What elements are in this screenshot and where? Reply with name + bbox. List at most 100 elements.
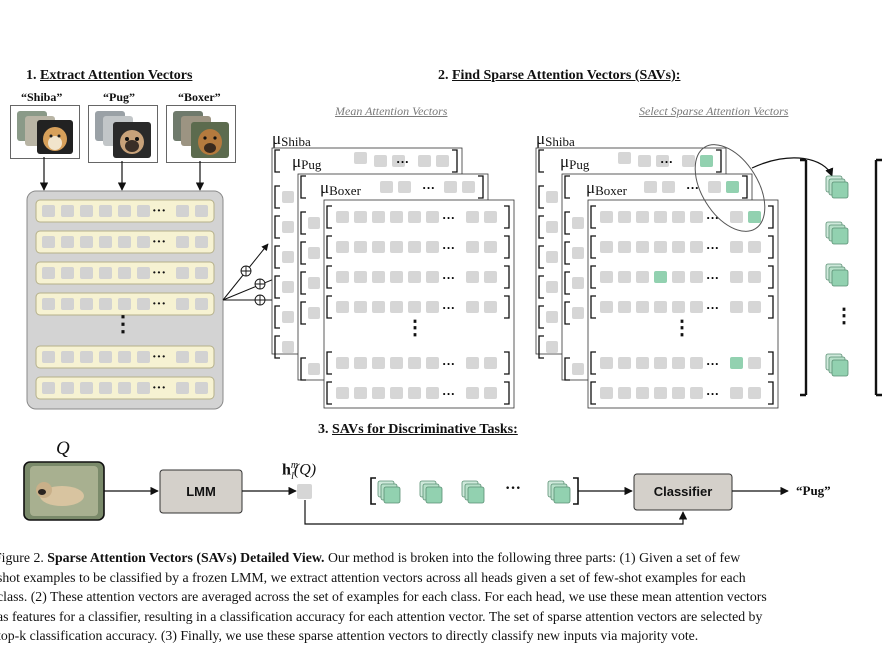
class-label-pug: “Pug” xyxy=(103,90,136,104)
attention-cell xyxy=(644,181,657,193)
bracket xyxy=(274,245,280,269)
attention-cell xyxy=(282,281,294,293)
attention-cell xyxy=(42,236,55,248)
attention-cell xyxy=(176,236,189,248)
attention-cell xyxy=(282,311,294,323)
attention-cell xyxy=(195,351,208,363)
bracket xyxy=(590,351,596,375)
attention-cell xyxy=(336,387,349,399)
attention-cell xyxy=(282,341,294,353)
attention-cell xyxy=(118,205,131,217)
mu-boxer-select: μBoxer xyxy=(586,178,627,198)
attention-cell xyxy=(354,241,367,253)
attention-cell xyxy=(372,241,385,253)
attention-cell xyxy=(372,387,385,399)
bracket xyxy=(300,241,306,265)
figure-caption: Figure 2. Sparse Attention Vectors (SAVs… xyxy=(0,548,890,646)
attention-cell xyxy=(61,382,74,394)
attention-cell xyxy=(408,211,421,223)
attention-cell xyxy=(618,387,631,399)
attention-cell xyxy=(600,211,613,223)
attention-cell xyxy=(354,387,367,399)
attention-cell xyxy=(336,211,349,223)
bracket xyxy=(768,265,774,289)
attention-cell xyxy=(690,211,703,223)
attention-cell xyxy=(118,351,131,363)
bracket xyxy=(504,265,510,289)
attention-cell xyxy=(426,387,439,399)
shiba-examples xyxy=(10,105,80,159)
attention-cell xyxy=(195,298,208,310)
attention-cell xyxy=(654,387,667,399)
attention-cell xyxy=(336,357,349,369)
attention-cell xyxy=(80,351,93,363)
class-label-shiba: “Shiba” xyxy=(21,90,63,104)
bracket xyxy=(452,149,458,173)
attention-cell xyxy=(390,241,403,253)
row-ellipsis: ··· xyxy=(152,204,166,219)
attention-cell xyxy=(195,236,208,248)
attention-cell xyxy=(308,247,320,259)
bracket xyxy=(590,381,596,405)
attention-cell xyxy=(137,298,150,310)
attention-cell xyxy=(354,357,367,369)
bracket xyxy=(504,295,510,319)
bracket xyxy=(274,275,280,299)
attention-cell xyxy=(638,155,651,167)
attention-cell xyxy=(690,301,703,313)
attention-cell xyxy=(600,387,613,399)
attention-cell xyxy=(372,357,385,369)
attention-cell xyxy=(682,155,695,167)
attention-cell xyxy=(390,301,403,313)
row-ellipsis: ··· xyxy=(442,270,455,285)
sav-stack-front xyxy=(831,181,849,199)
section1-heading: 1. Extract Attention Vectors xyxy=(26,68,192,84)
pug-images xyxy=(95,111,151,158)
attention-cell xyxy=(61,267,74,279)
attention-cell xyxy=(662,181,675,193)
section2-number: 2. xyxy=(438,68,449,83)
selected-vertical-ellipsis: ⋮ xyxy=(834,305,854,327)
attention-cell xyxy=(426,271,439,283)
attention-cell xyxy=(672,357,685,369)
bracket xyxy=(504,351,510,375)
row-ellipsis: ··· xyxy=(152,350,166,365)
attention-cell xyxy=(466,301,479,313)
attention-cell xyxy=(748,387,761,399)
attention-cell xyxy=(42,351,55,363)
attention-cell xyxy=(308,307,320,319)
bracket xyxy=(326,295,332,319)
output-label: “Pug” xyxy=(796,483,831,498)
row-ellipsis: ··· xyxy=(152,266,166,281)
attention-cell xyxy=(42,205,55,217)
attention-cell xyxy=(408,387,421,399)
attention-cell xyxy=(176,267,189,279)
attention-cell xyxy=(618,152,631,164)
bracket xyxy=(768,295,774,319)
bracket xyxy=(768,351,774,375)
row-ellipsis: ··· xyxy=(442,386,455,401)
attention-cell xyxy=(484,357,497,369)
attention-cell xyxy=(730,357,743,369)
attention-cell xyxy=(99,236,112,248)
attention-cell xyxy=(690,271,703,283)
mu-boxer-mean: μBoxer xyxy=(320,178,361,198)
row-ellipsis: ··· xyxy=(422,180,435,195)
attention-cell xyxy=(546,311,558,323)
attention-cell xyxy=(282,221,294,233)
attention-cell xyxy=(390,211,403,223)
bracket xyxy=(300,211,306,235)
attention-cell xyxy=(730,241,743,253)
bracket xyxy=(274,149,280,173)
attention-cell xyxy=(572,307,584,319)
attention-cell xyxy=(484,271,497,283)
section1-title: Extract Attention Vectors xyxy=(40,68,193,83)
attention-cell xyxy=(572,217,584,229)
row-ellipsis: ··· xyxy=(660,154,673,169)
attention-cell xyxy=(466,271,479,283)
attention-cell xyxy=(426,211,439,223)
attention-cell xyxy=(656,155,669,167)
attention-cell xyxy=(600,301,613,313)
attention-cell xyxy=(372,211,385,223)
bracket xyxy=(504,205,510,229)
